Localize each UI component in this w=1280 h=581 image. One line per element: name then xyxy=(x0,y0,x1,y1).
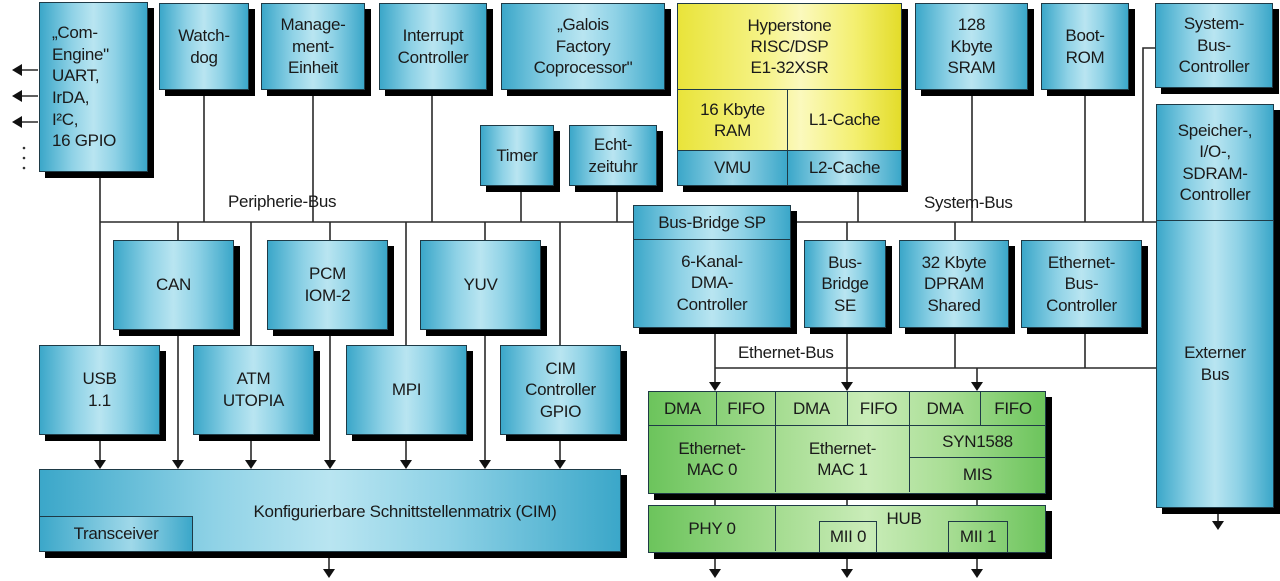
external-bus: Externer Bus xyxy=(1184,343,1246,384)
ethernet-mac-block: DMA FIFO DMA FIFO DMA FIFO Ethernet- MAC… xyxy=(648,391,1046,494)
bus-bridge-sp: Bus-Bridge SP xyxy=(634,206,790,240)
mac1-dma: DMA xyxy=(776,392,848,426)
transceiver: Transceiver xyxy=(40,516,193,551)
sysbus-ctrl-link xyxy=(1142,47,1157,222)
cim-input-arrows xyxy=(94,460,566,469)
ethernet-bus-controller-block: Ethernet- Bus- Controller xyxy=(1021,240,1142,328)
cim-matrix-block: Konfigurierbare Schnittstellenmatrix (CI… xyxy=(39,469,621,552)
atm-utopia-block: ATM UTOPIA xyxy=(193,345,314,435)
bus-bridge-se-block: Bus- Bridge SE xyxy=(804,240,886,328)
system-bus-label: System-Bus xyxy=(924,193,1013,212)
mis: MIS xyxy=(962,465,993,485)
ext-bus-out-arrow xyxy=(1212,521,1224,530)
mac1-fifo: FIFO xyxy=(848,392,910,426)
galois-coprocessor-block: „Galois Factory Coprocessor" xyxy=(501,3,665,90)
syn-dma: DMA xyxy=(910,392,981,426)
cpu-vmu: VMU xyxy=(678,150,788,185)
cpu-l1-cache: L1-Cache xyxy=(808,110,881,130)
cim-controller-gpio-block: CIM Controller GPIO xyxy=(500,345,621,435)
cim-output-arrow xyxy=(323,569,335,578)
timer-block: Timer xyxy=(480,125,554,186)
mac0-dma: DMA xyxy=(649,392,717,426)
ethernet-mac-0: Ethernet- MAC 0 xyxy=(649,426,776,492)
can-block: CAN xyxy=(113,240,234,330)
usb-block: USB 1.1 xyxy=(39,345,160,435)
hub: HUB xyxy=(886,509,922,529)
phy-0: PHY 0 xyxy=(649,506,776,551)
ethernet-mac-1: Ethernet- MAC 1 xyxy=(776,426,910,492)
dma-controller-6ch: 6-Kanal- DMA- Controller xyxy=(676,252,748,314)
interrupt-controller-block: Interrupt Controller xyxy=(379,3,487,90)
cim-matrix-label: Konfigurierbare Schnittstellenmatrix (CI… xyxy=(253,502,557,522)
mpi-block: MPI xyxy=(346,345,467,435)
phy-hub-block: PHY 0 HUB MII 0 MII 1 xyxy=(648,505,1046,553)
cpu-title: Hyperstone RISC/DSP E1-32XSR xyxy=(678,4,901,90)
mii-0: MII 0 xyxy=(819,521,877,552)
dpram-block: 32 Kbyte DPRAM Shared xyxy=(899,240,1009,328)
mac0-fifo: FIFO xyxy=(717,392,776,426)
management-unit-block: Manage- ment- Einheit xyxy=(261,3,365,90)
watchdog-block: Watch- dog xyxy=(159,3,249,90)
cpu-ram: 16 Kbyte RAM xyxy=(678,90,788,150)
syn-fifo: FIFO xyxy=(981,392,1045,426)
sram-block: 128 Kbyte SRAM xyxy=(915,3,1028,90)
memory-controller-column: Speicher-, I/O-, SDRAM- Controller Exter… xyxy=(1156,104,1274,508)
ethernet-input-arrows xyxy=(709,382,983,391)
pcm-iom2-block: PCM IOM-2 xyxy=(267,240,388,330)
ethernet-bus-label: Ethernet-Bus xyxy=(738,343,834,362)
ethernet-output-arrows xyxy=(709,569,983,578)
com-engine-output-arrows xyxy=(12,64,38,170)
yuv-block: YUV xyxy=(420,240,541,330)
system-bus-controller-block: System- Bus- Controller xyxy=(1155,3,1273,88)
bus-bridge-sp-block: Bus-Bridge SP 6-Kanal- DMA- Controller xyxy=(633,205,791,328)
cpu-l2-cache: L2-Cache xyxy=(788,150,901,185)
syn1588: SYN1588 xyxy=(910,426,1045,458)
real-time-clock-block: Echt- zeituhr xyxy=(569,125,657,186)
peripheral-bus-label: Peripherie-Bus xyxy=(228,192,337,211)
memory-io-sdram-controller: Speicher-, I/O-, SDRAM- Controller xyxy=(1157,105,1273,221)
com-engine-block: „Com- Engine" UART, IrDA, I²C, 16 GPIO xyxy=(39,2,148,172)
cpu-block: Hyperstone RISC/DSP E1-32XSR 16 Kbyte RA… xyxy=(677,3,902,186)
boot-rom-block: Boot- ROM xyxy=(1041,3,1129,90)
mii-1: MII 1 xyxy=(948,521,1008,552)
